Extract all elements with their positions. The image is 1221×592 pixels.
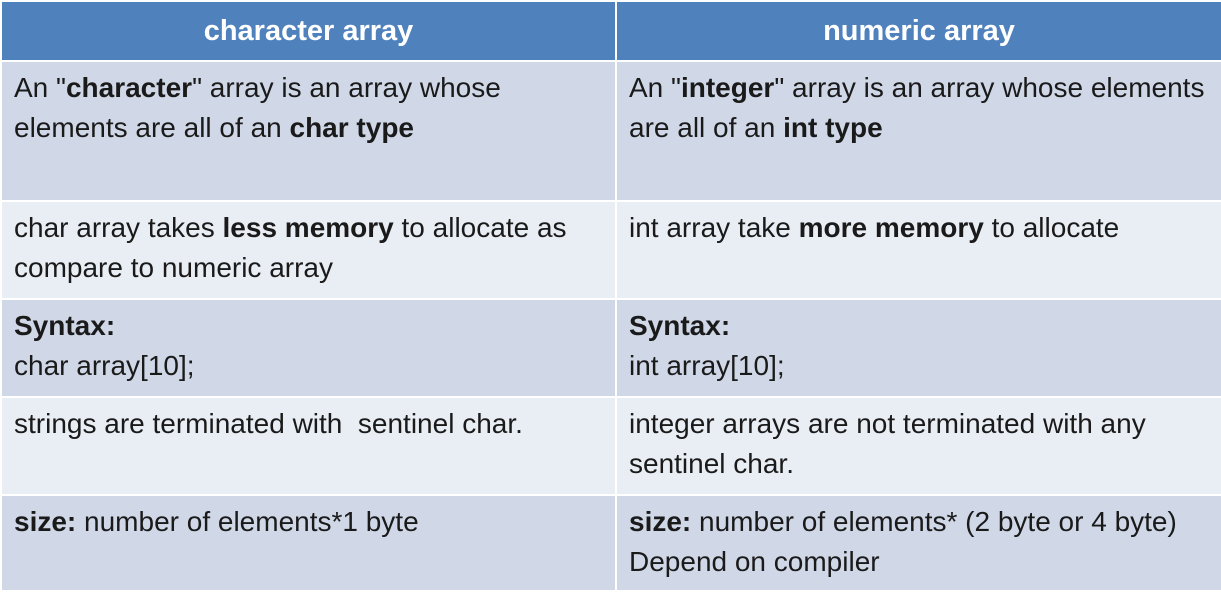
table-row: strings are terminated with sentinel cha… [0,396,1221,496]
table-row: Syntax:char array[10]; Syntax:int array[… [0,298,1221,398]
table-row: char array takes less memory to allocate… [0,200,1221,300]
cell-char-memory: char array takes less memory to allocate… [0,200,617,300]
cell-int-syntax: Syntax:int array[10]; [615,298,1221,398]
cell-int-size: size: number of elements* (2 byte or 4 b… [615,494,1221,592]
cell-int-definition: An "integer" array is an array whose ele… [615,60,1221,202]
cell-int-termination: integer arrays are not terminated with a… [615,396,1221,496]
cell-char-syntax: Syntax:char array[10]; [0,298,617,398]
cell-char-definition: An "character" array is an array whose e… [0,60,617,202]
table-row: An "character" array is an array whose e… [0,60,1221,202]
table-row: size: number of elements*1 byte size: nu… [0,494,1221,592]
cell-char-termination: strings are terminated with sentinel cha… [0,396,617,496]
cell-int-memory: int array take more memory to allocate [615,200,1221,300]
header-character-array: character array [0,0,617,62]
header-numeric-array: numeric array [615,0,1221,62]
cell-char-size: size: number of elements*1 byte [0,494,617,592]
header-row: character array numeric array [0,0,1221,62]
